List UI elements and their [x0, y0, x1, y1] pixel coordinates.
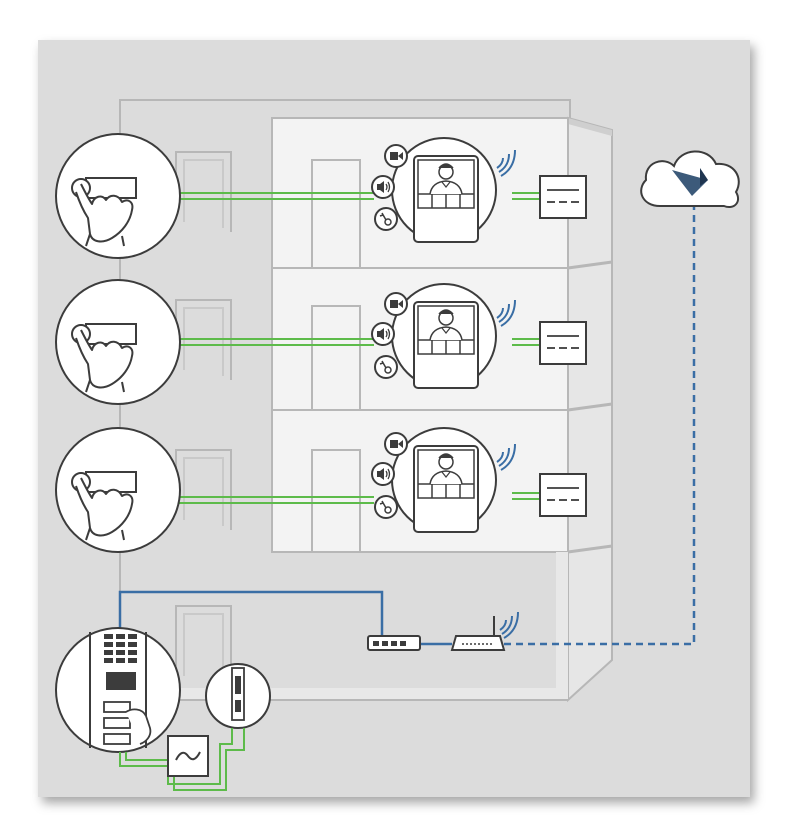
network-wires — [118, 206, 696, 646]
wifi-router-icon — [450, 611, 519, 651]
cloud-service-icon — [640, 150, 740, 208]
floor-1 — [55, 133, 587, 259]
camera-icon — [384, 432, 408, 456]
door-opener-icon — [205, 663, 271, 729]
power-wires — [119, 728, 245, 791]
floor-3 — [55, 427, 587, 553]
door-station-icon — [55, 627, 181, 753]
receiver-unit-icon — [539, 321, 587, 365]
camera-icon — [384, 144, 408, 168]
building — [119, 99, 613, 703]
video-monitor-icon — [391, 283, 497, 389]
receiver-unit-icon — [539, 473, 587, 517]
key-icon — [374, 355, 398, 379]
green-wires — [178, 192, 540, 504]
camera-icon — [384, 292, 408, 316]
entrance-door-icon — [175, 449, 232, 531]
wifi-icon — [499, 611, 519, 639]
floor-2 — [55, 279, 587, 405]
speaker-icon — [371, 462, 395, 486]
key-icon — [374, 495, 398, 519]
network-switch-icon — [367, 635, 421, 651]
power-supply-icon — [167, 735, 209, 777]
speaker-icon — [371, 322, 395, 346]
speaker-icon — [371, 175, 395, 199]
key-icon — [374, 207, 398, 231]
receiver-unit-icon — [539, 175, 587, 219]
